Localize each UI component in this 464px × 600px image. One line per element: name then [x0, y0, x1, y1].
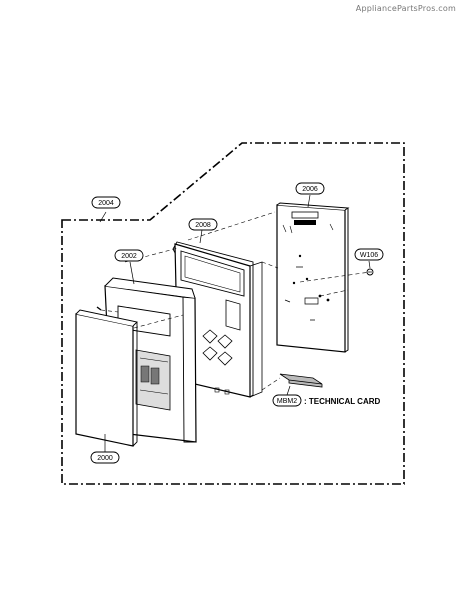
svg-text:2008: 2008 [195, 222, 211, 229]
label-w106: W106 [354, 248, 384, 261]
label-2004: 2004 [91, 196, 121, 209]
label-leaders [99, 194, 371, 452]
svg-text:2006: 2006 [302, 186, 318, 193]
svg-text:W106: W106 [360, 252, 378, 259]
technical-card-note: : TECHNICAL CARD [304, 397, 381, 406]
svg-text:2004: 2004 [98, 200, 114, 207]
label-2006: 2006 [295, 182, 325, 195]
svg-text:MBM2: MBM2 [277, 398, 297, 405]
technical-card [279, 373, 323, 388]
screw-left [96, 306, 102, 311]
pcb-board [276, 202, 350, 353]
label-2002: 2002 [114, 249, 144, 262]
control-door-panel [75, 309, 138, 447]
label-2008: 2008 [188, 218, 218, 231]
label-2000: 2000 [90, 451, 120, 464]
svg-text:2000: 2000 [97, 455, 113, 462]
watermark-text: AppliancePartsPros.com [355, 4, 456, 13]
assembly-boundary [61, 142, 405, 485]
label-mbm2: MBM2 [272, 394, 302, 407]
svg-text:2002: 2002 [121, 253, 137, 260]
